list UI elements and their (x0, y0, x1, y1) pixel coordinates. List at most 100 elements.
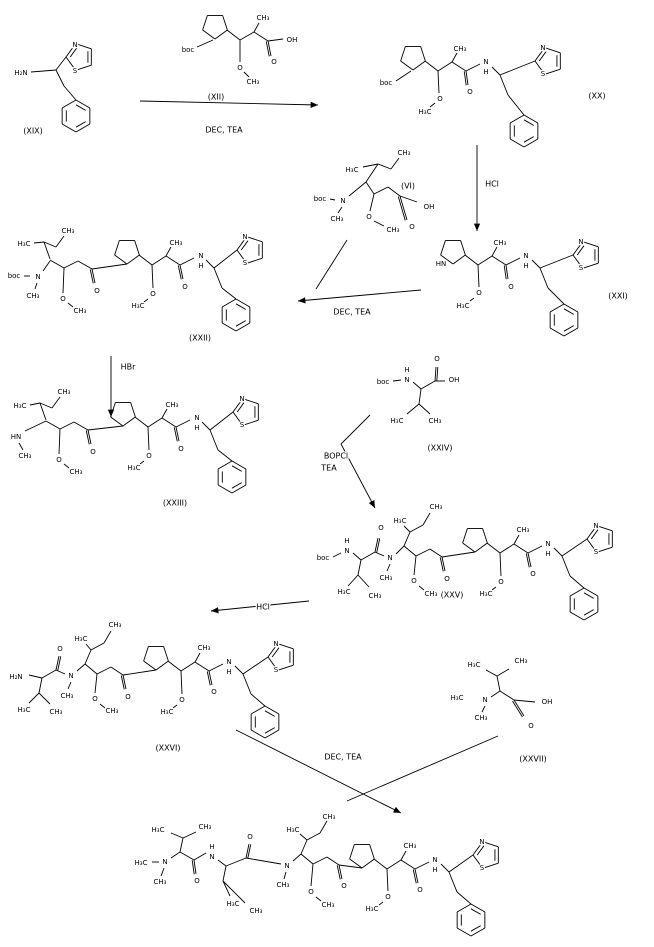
bond (51, 396, 61, 409)
double-bond (55, 655, 60, 671)
bond (490, 690, 501, 698)
ring-bond (400, 46, 406, 62)
arrow-line (139, 100, 319, 106)
atom-label: CH₃ (322, 901, 335, 909)
ring-bond (349, 844, 355, 860)
double-bond (436, 367, 439, 382)
atom-label: CH₃ (387, 226, 400, 234)
ring-bond (65, 56, 77, 71)
reagent-label: HBr (121, 363, 137, 372)
atom-label: O (56, 456, 62, 464)
ring-bond (523, 114, 539, 124)
ring-bond (236, 249, 248, 264)
atom-label: H₂N (14, 69, 27, 77)
bond (180, 670, 183, 695)
atom-label: O (57, 645, 63, 653)
bond (175, 419, 191, 428)
atom-label: S (594, 548, 599, 556)
ring-bond (583, 587, 599, 597)
reagent-label: DEC, TEA (205, 126, 243, 135)
ring-bond (563, 303, 579, 313)
bond (24, 420, 47, 432)
atom-label: H₃C (128, 464, 141, 472)
bond (63, 463, 70, 469)
bond (292, 853, 302, 862)
bond (531, 259, 541, 269)
atom-label: H₃C (18, 240, 31, 248)
double-bond (57, 656, 62, 671)
ring-bond (143, 646, 149, 662)
atom-label: O (467, 88, 473, 96)
ring-bond (569, 587, 585, 597)
atom-label: boc (317, 554, 330, 562)
atom-label: CH₃ (515, 657, 528, 665)
bond (85, 643, 92, 651)
bond (172, 704, 178, 709)
bond (465, 63, 481, 72)
bond (362, 163, 379, 168)
compound-label: (XXV) (441, 591, 464, 600)
atom-label: CH₃ (61, 692, 74, 700)
atom-label: N (209, 853, 214, 861)
bond (414, 861, 430, 870)
ring-bond (242, 398, 259, 405)
bond (387, 186, 401, 197)
arrow-head (107, 409, 115, 417)
compound-label: (XXVI) (155, 744, 180, 753)
atom-label: O (528, 722, 534, 730)
bond (253, 31, 269, 42)
arrow-line (340, 443, 376, 509)
bond (209, 411, 234, 431)
ring-inner-bond (470, 925, 481, 932)
ring-bond (134, 240, 140, 256)
double-bond (374, 537, 379, 553)
bond (103, 630, 112, 644)
atom-label: H₃C (391, 417, 404, 425)
ring-bond (452, 254, 466, 265)
atom-label: N (578, 238, 583, 246)
bond (59, 421, 75, 430)
bond (38, 677, 43, 694)
atom-label: O (308, 888, 314, 896)
bond (29, 402, 41, 406)
double-bond (191, 860, 195, 875)
bond (429, 548, 443, 558)
atom-label: O (498, 578, 504, 586)
ring-inner-bond (235, 303, 246, 310)
bond (448, 854, 474, 873)
atom-label: N (340, 197, 345, 205)
bond (513, 534, 520, 545)
double-bond (120, 675, 125, 690)
bond (84, 649, 92, 665)
atom-label: O (211, 688, 217, 696)
bond (242, 673, 252, 695)
bond (360, 551, 376, 561)
bond (485, 669, 498, 677)
ring-inner-bond (538, 51, 547, 62)
bond (332, 552, 342, 558)
double-bond (175, 426, 180, 442)
ring-bond (349, 858, 363, 869)
atom-label: CH₃ (247, 78, 260, 86)
double-bond (512, 700, 523, 718)
ring-bond (75, 123, 91, 133)
bond (55, 235, 65, 248)
atom-label: H (432, 866, 437, 874)
ring-bond (549, 303, 565, 313)
atom-label: N (482, 696, 487, 704)
atom-label: OH (287, 36, 298, 44)
ring-bond (470, 927, 486, 937)
bond (400, 850, 407, 861)
atom-label: H₃C (468, 661, 481, 669)
double-bond (505, 264, 509, 280)
double-bond (397, 196, 406, 221)
atom-label: S (541, 70, 546, 78)
ring-bond (110, 416, 124, 427)
double-bond (91, 268, 96, 284)
ring-bond (232, 398, 244, 413)
double-bond (179, 264, 184, 280)
bond (400, 859, 416, 870)
bond (399, 195, 418, 203)
bond (134, 416, 149, 428)
ring-inner-bond (583, 592, 594, 599)
